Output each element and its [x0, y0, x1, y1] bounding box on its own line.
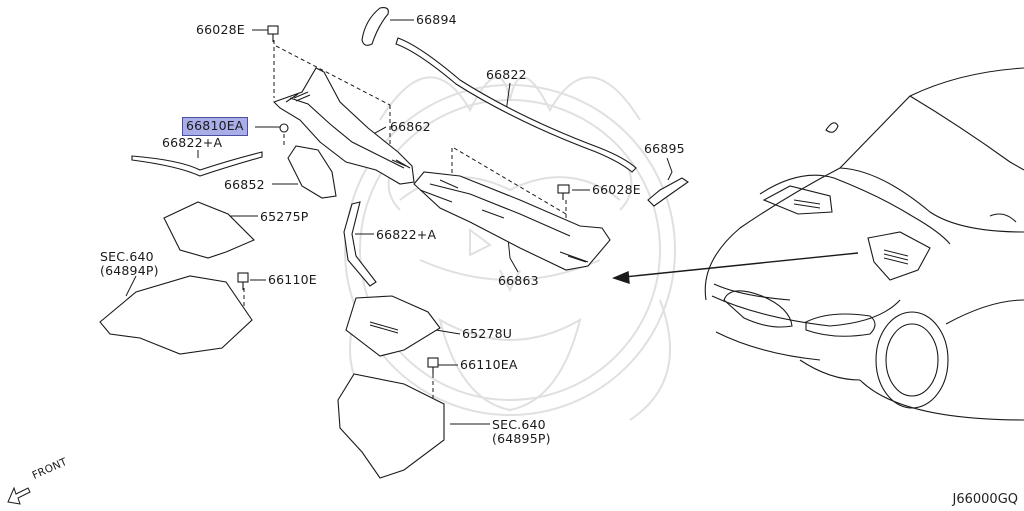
sec-ref-left-line2: (64894P) [100, 263, 159, 278]
part-66862-detail [285, 93, 411, 169]
front-arrow-icon [7, 486, 31, 505]
label-66810ea[interactable]: 66810EA [182, 117, 248, 136]
car-outline [704, 67, 1024, 421]
sec-ref-right[interactable]: SEC.640 (64895P) [492, 418, 551, 446]
label-66822[interactable]: 66822 [486, 67, 527, 82]
label-66852[interactable]: 66852 [224, 177, 265, 192]
part-sec640-right-cowl-end [337, 373, 445, 479]
label-66822a-left[interactable]: 66822+A [162, 135, 223, 150]
hatching [293, 91, 587, 334]
label-65275p[interactable]: 65275P [260, 209, 309, 224]
clip-66028e-top [267, 25, 279, 42]
label-66862[interactable]: 66862 [390, 119, 431, 134]
part-65278u-cover [345, 295, 441, 357]
label-66110e[interactable]: 66110E [268, 272, 317, 287]
samurai-watermark [344, 76, 676, 421]
clip-66028e-right [557, 184, 570, 200]
sec-ref-left[interactable]: SEC.640 (64894P) [100, 250, 159, 278]
part-66863-cowl-right [413, 171, 611, 271]
leader-lines [125, 19, 673, 425]
part-66822a-left-seal [131, 151, 263, 177]
label-65278u[interactable]: 65278U [462, 326, 513, 341]
part-66863-detail [419, 183, 589, 263]
sec-ref-right-line1: SEC.640 [492, 417, 546, 432]
label-66863[interactable]: 66863 [498, 273, 539, 288]
part-66852-bracket [287, 145, 337, 199]
car-hatching [793, 199, 909, 265]
part-sec640-left-cowl-end [99, 275, 253, 355]
part-65275p-cover [163, 201, 255, 259]
clip-66110e [237, 272, 249, 290]
label-66822a-mid[interactable]: 66822+A [376, 227, 437, 242]
label-66895[interactable]: 66895 [644, 141, 685, 156]
label-66894[interactable]: 66894 [416, 12, 457, 27]
part-66894-shape [361, 7, 389, 46]
location-arrow [612, 252, 859, 285]
dashed-assembly-lines [243, 40, 567, 398]
part-66895-shape [647, 177, 689, 207]
part-66810ea-clip [279, 123, 289, 133]
part-shapes [99, 7, 689, 479]
part-66822a-mid-seal [343, 201, 377, 287]
clip-66110ea [427, 357, 439, 374]
part-66822-seal [395, 37, 637, 173]
sec-ref-right-line2: (64895P) [492, 431, 551, 446]
sec-ref-left-line1: SEC.640 [100, 249, 154, 264]
diagram-id: J66000GQ [952, 492, 1019, 507]
label-66110ea[interactable]: 66110EA [460, 357, 518, 372]
label-66028e-right[interactable]: 66028E [592, 182, 641, 197]
label-66028e-top[interactable]: 66028E [196, 22, 245, 37]
